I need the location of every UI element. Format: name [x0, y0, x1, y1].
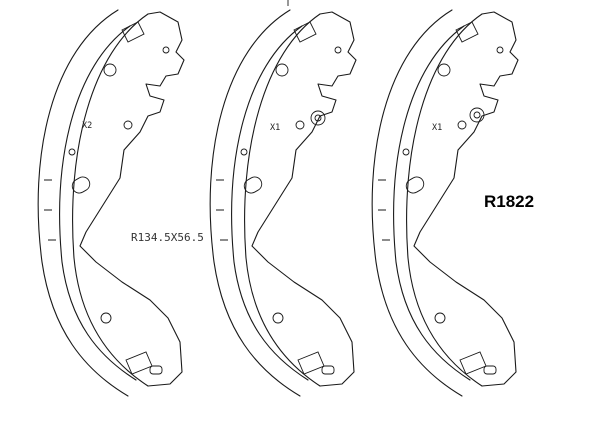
brake-shoe-middle: [209, 9, 357, 397]
qty-label-right: X1: [432, 123, 442, 133]
adjuster-stud-icon: [310, 110, 326, 126]
qty-label-left: X2: [82, 121, 92, 131]
adjuster-stud-icon: [469, 107, 485, 123]
brake-shoe-left: [37, 9, 185, 397]
dimension-label: R134.5X56.5: [131, 231, 204, 244]
brake-shoe-right: [371, 9, 519, 397]
qty-label-middle: X1: [270, 123, 280, 133]
part-number: R1822: [484, 192, 534, 211]
